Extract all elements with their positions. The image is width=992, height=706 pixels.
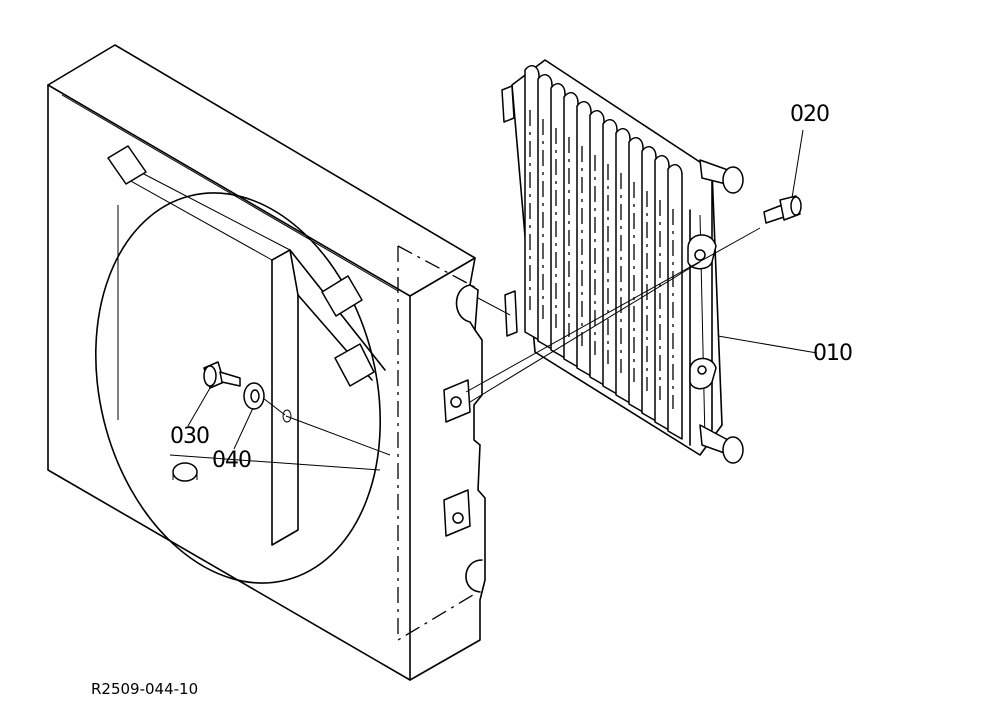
cooler-fin: [667, 164, 683, 440]
cooler-fin: [654, 155, 670, 431]
cooler-fin: [602, 119, 618, 395]
cooler-fin: [641, 146, 657, 422]
cooler-fin: [628, 137, 644, 413]
cooler-fin: [615, 128, 631, 404]
part-label-020: 020: [790, 102, 830, 127]
fan-shroud: [47, 44, 486, 681]
bolt-030: [203, 361, 241, 389]
cooler-fin: [524, 65, 540, 341]
oil-cooler: [501, 59, 744, 464]
cooler-fin: [576, 101, 592, 377]
part-label-010: 010: [813, 341, 853, 366]
part-label-040: 040: [212, 448, 252, 473]
cooler-fin: [550, 83, 566, 359]
leader-lines: [187, 129, 818, 456]
cooler-fin: [563, 92, 579, 368]
bolt-020: [763, 195, 802, 224]
cooler-fin: [537, 74, 553, 350]
reference-code: R2509-044-10: [91, 680, 199, 698]
cooler-fin: [589, 110, 605, 386]
part-label-030: 030: [170, 424, 210, 449]
washer-040: [243, 382, 265, 410]
